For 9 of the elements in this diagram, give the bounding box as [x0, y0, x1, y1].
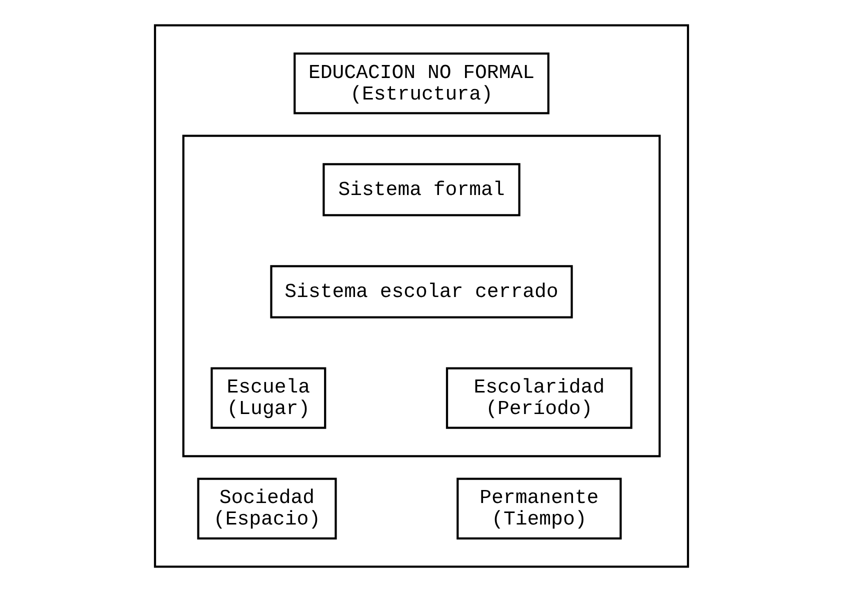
cluster [154, 24, 690, 568]
node-box: Sociedad (Espacio) [197, 478, 337, 540]
cluster [182, 134, 661, 458]
node-box: Permanente (Tiempo) [456, 478, 622, 540]
node-box: Sistema escolar cerrado [270, 265, 573, 318]
node-box: Escolaridad (Período) [446, 367, 632, 429]
node-box: EDUCACION NO FORMAL (Estructura) [294, 52, 550, 114]
node-box: Sistema formal [322, 163, 520, 216]
node-box: Escuela (Lugar) [210, 367, 326, 429]
